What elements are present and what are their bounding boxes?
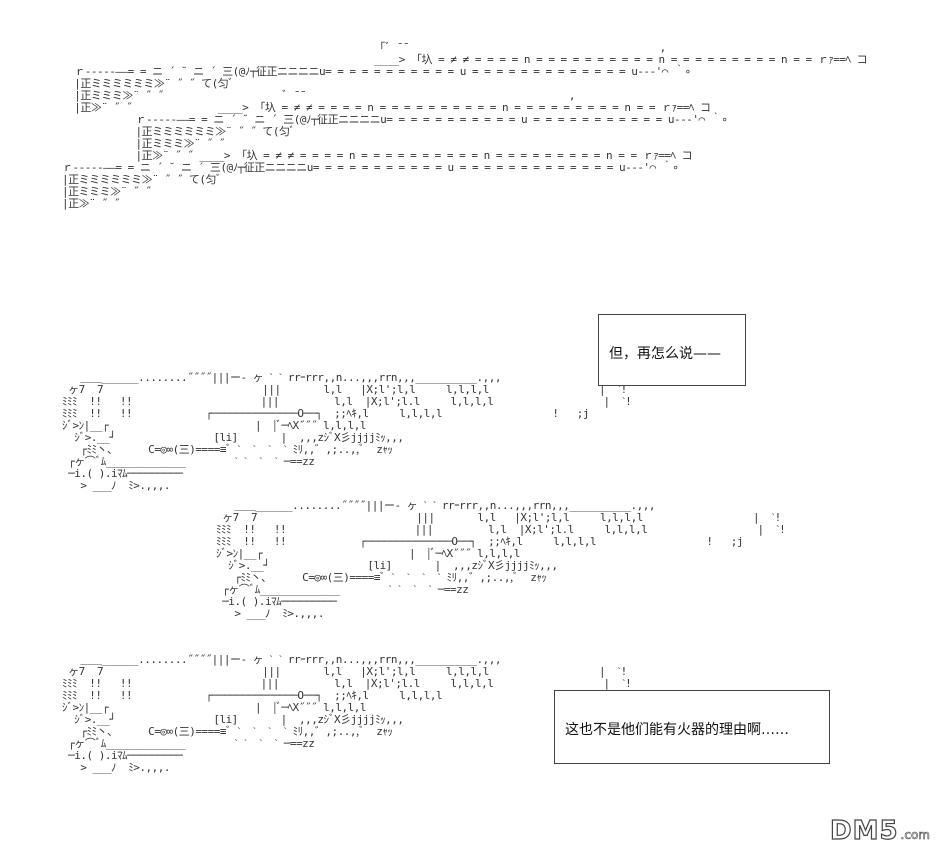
cannon-ascii-art-3: ＿＿______........˝˝˝˝|||ー- ヶ ˋ ˋ rrｰrrr,,… <box>62 653 632 774</box>
cannon-ascii-art-1: ＿＿______........˝˝˝˝|||ー- ヶ ˋ ˋ rrｰrrr,,… <box>62 371 632 492</box>
cannon-ascii-art-2: ＿＿______........˝˝˝˝|||ー- ヶ ˋ ˋ rrｰrrr,,… <box>216 499 786 620</box>
caption-box-2: 这也不是他们能有火器的理由啊…… <box>554 690 830 764</box>
caption-box-1: 但，再怎么说—— <box>598 314 746 386</box>
rifle-ascii-art: 「ﾞ ̄ ̄ , ____> 「圦 = ≠ ≠ = = = = n = = = … <box>62 41 868 210</box>
caption-text-2: 这也不是他们能有火器的理由啊…… <box>565 722 789 738</box>
watermark-main-text: DM5 <box>829 815 899 846</box>
watermark-sub-text: .com <box>900 828 930 843</box>
caption-text-1: 但，再怎么说—— <box>609 346 721 362</box>
site-watermark-logo: DM5 .com <box>829 815 930 846</box>
